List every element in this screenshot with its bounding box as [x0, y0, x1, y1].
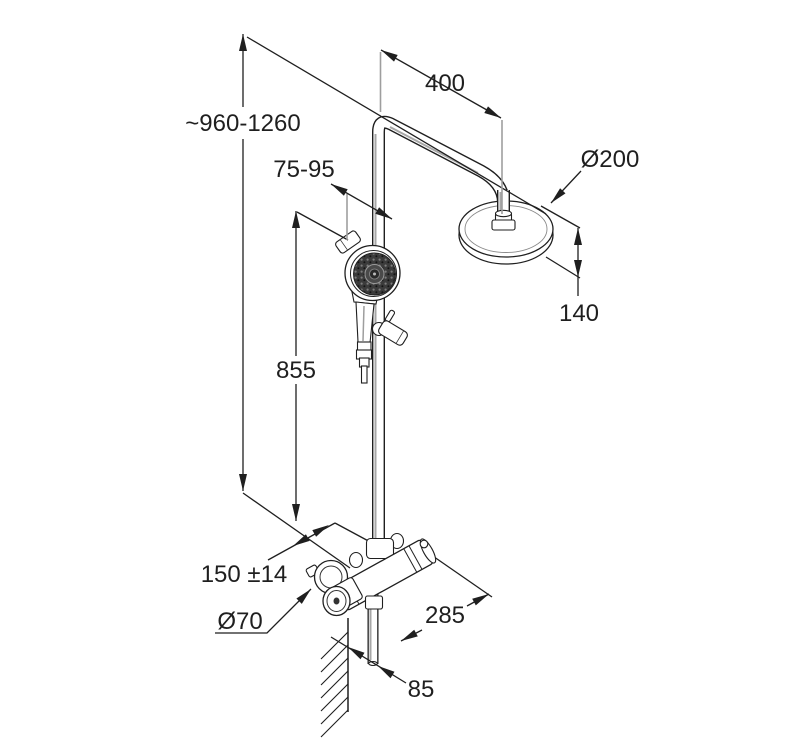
leader-d70	[215, 588, 312, 634]
dim-label-head-height: 140	[559, 300, 599, 327]
cap-screw	[419, 539, 429, 549]
ext-960-bottom-oblique	[242, 492, 351, 569]
shower-holder	[378, 320, 408, 346]
ext-140-top	[540, 205, 581, 229]
dim-label-arm-projection: 400	[425, 70, 465, 97]
wall-section	[320, 618, 349, 738]
hand-shower-assembly	[335, 230, 408, 384]
dim-label-handle-diameter: Ø70	[217, 608, 262, 635]
dimension-lines	[215, 34, 582, 738]
dim-label-pipe-wall-distance: 85	[408, 676, 435, 703]
overhead-shower	[458, 190, 554, 265]
dim-label-overall-height: ~960-1260	[185, 110, 300, 137]
dimension-labels: ~960-1260 75-95 400 Ø200 140 855 150 ±14…	[185, 70, 639, 703]
dim-400	[380, 49, 502, 119]
thermostat-valve	[305, 532, 437, 617]
dim-85	[330, 636, 407, 684]
dim-label-connection-spacing: 150 ±14	[201, 561, 288, 588]
dim-label-outlet-projection: 285	[425, 602, 465, 629]
dim-label-holder-offset: 75-95	[273, 156, 334, 183]
dim-label-head-diameter: Ø200	[581, 146, 640, 173]
wall-union-left	[348, 551, 364, 569]
ext-855-oblique	[296, 211, 349, 241]
arrowheads	[239, 34, 582, 679]
ext-top-oblique	[246, 36, 547, 215]
ext-140-bottom	[545, 256, 581, 279]
slider-grip	[335, 230, 361, 254]
rail-connector	[365, 537, 395, 560]
hose	[360, 365, 368, 384]
dim-label-rail-height: 855	[276, 357, 316, 384]
connector-nut	[491, 219, 516, 231]
ext-285	[426, 551, 493, 598]
outlet-nut	[364, 595, 384, 610]
